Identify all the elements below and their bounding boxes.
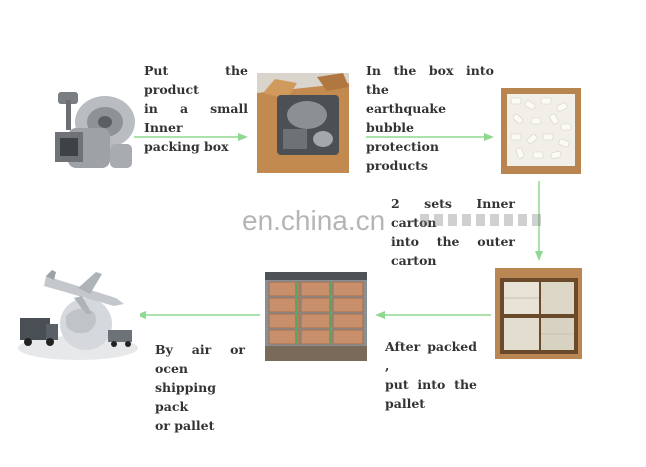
shipping-photo bbox=[16, 268, 140, 362]
arrow-right-icon bbox=[134, 130, 250, 144]
step5-line2: shipping pack bbox=[155, 378, 245, 416]
turbocharger-photo bbox=[50, 82, 140, 177]
step3-text: 2 sets Inner carton into the outer carto… bbox=[391, 194, 515, 270]
step5-line1: By air or ocen bbox=[155, 340, 245, 378]
arrow-left-icon bbox=[373, 308, 491, 322]
outer-carton-photo bbox=[495, 268, 582, 359]
step4-line3: pallet bbox=[385, 394, 477, 413]
watermark: en.china.cn bbox=[242, 205, 385, 237]
arrow-right-icon bbox=[366, 130, 496, 144]
step5-text: By air or ocen shipping pack or pallet bbox=[155, 340, 245, 435]
pallet-photo bbox=[265, 272, 367, 361]
step3-line1: 2 sets Inner carton bbox=[391, 194, 515, 232]
step4-line2: put into the bbox=[385, 375, 477, 394]
step4-text: After packed , put into the pallet bbox=[385, 337, 477, 413]
inner-box-photo bbox=[257, 73, 349, 173]
bubble-box-photo bbox=[501, 88, 581, 174]
step2-line1: In the box into the bbox=[366, 61, 494, 99]
arrow-left-icon bbox=[134, 308, 260, 322]
step4-line1: After packed , bbox=[385, 337, 477, 375]
step2-text: In the box into the earthquake bubble pr… bbox=[366, 61, 494, 175]
watermark-bar bbox=[420, 214, 545, 226]
step5-line3: or pallet bbox=[155, 416, 245, 435]
step3-line2: into the outer bbox=[391, 232, 515, 251]
step1-line1: Put the product bbox=[144, 61, 248, 99]
